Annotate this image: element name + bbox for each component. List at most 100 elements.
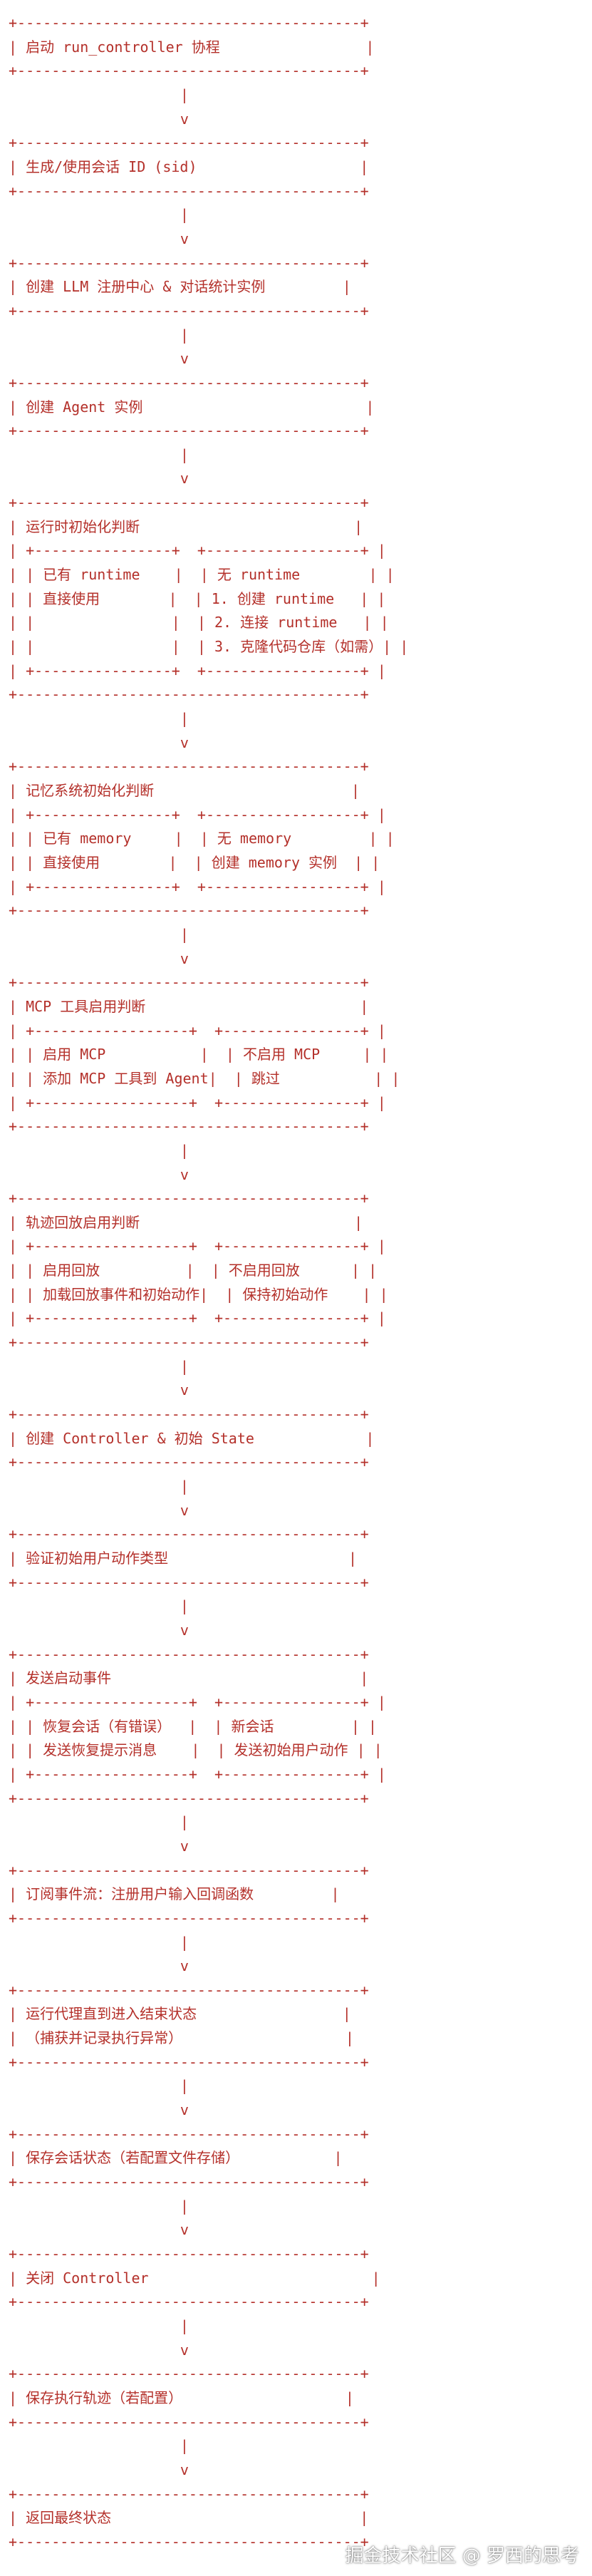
flow-arrow-line: | bbox=[9, 710, 189, 728]
flow-arrow-line: | bbox=[9, 1357, 189, 1375]
box-border-line: +---------------------------------------… bbox=[9, 1573, 369, 1591]
box-text-line: | 返回最终状态 | bbox=[9, 2509, 369, 2527]
flow-arrow-line: v bbox=[9, 470, 189, 488]
box-border-line: +---------------------------------------… bbox=[9, 373, 369, 391]
box-text-line: | +------------------+ +----------------… bbox=[9, 1237, 386, 1255]
box-text-line: | +------------------+ +----------------… bbox=[9, 1309, 386, 1327]
flow-arrow-line: | bbox=[9, 2437, 189, 2455]
box-text-line: | +------------------+ +----------------… bbox=[9, 1765, 386, 1783]
box-border-line: +---------------------------------------… bbox=[9, 758, 369, 776]
flow-arrow-line: v bbox=[9, 733, 189, 751]
box-border-line: +---------------------------------------… bbox=[9, 686, 369, 704]
flow-arrow-line: v bbox=[9, 1837, 189, 1855]
box-border-line: +---------------------------------------… bbox=[9, 1453, 369, 1471]
box-text-line: | +------------------+ +----------------… bbox=[9, 1093, 386, 1111]
box-text-line: | 保存会话状态（若配置文件存储） | bbox=[9, 2149, 343, 2167]
box-border-line: +---------------------------------------… bbox=[9, 2293, 369, 2311]
box-border-line: +---------------------------------------… bbox=[9, 254, 369, 272]
flow-arrow-line: v bbox=[9, 1957, 189, 1975]
flow-arrow-line: v bbox=[9, 350, 189, 368]
box-border-line: +---------------------------------------… bbox=[9, 2533, 369, 2550]
flow-arrow-line: v bbox=[9, 2341, 189, 2359]
box-text-line: | 创建 Controller & 初始 State | bbox=[9, 1429, 375, 1447]
box-border-line: +---------------------------------------… bbox=[9, 1981, 369, 1999]
box-border-line: +---------------------------------------… bbox=[9, 1525, 369, 1543]
box-border-line: +---------------------------------------… bbox=[9, 2125, 369, 2143]
flow-arrow-line: | bbox=[9, 1478, 189, 1495]
box-text-line: | | 恢复会话（有错误） | | 新会话 | | bbox=[9, 1717, 377, 1735]
box-border-line: +---------------------------------------… bbox=[9, 974, 369, 991]
box-text-line: | 发送启动事件 | bbox=[9, 1669, 369, 1687]
box-border-line: +---------------------------------------… bbox=[9, 494, 369, 512]
flow-arrow-line: v bbox=[9, 1165, 189, 1183]
flow-arrow-line: v bbox=[9, 1501, 189, 1519]
flow-arrow-line: v bbox=[9, 1621, 189, 1639]
box-text-line: | MCP 工具启用判断 | bbox=[9, 997, 369, 1015]
flow-arrow-line: | bbox=[9, 1141, 189, 1159]
box-text-line: | 创建 LLM 注册中心 & 对话统计实例 | bbox=[9, 278, 351, 296]
box-text-line: | | | | 3. 克隆代码仓库（如需）| | bbox=[9, 638, 409, 656]
box-border-line: +---------------------------------------… bbox=[9, 1118, 369, 1135]
box-border-line: +---------------------------------------… bbox=[9, 2053, 369, 2071]
box-text-line: | | 直接使用 | | 创建 memory 实例 | | bbox=[9, 853, 380, 871]
flow-arrow-line: | bbox=[9, 2077, 189, 2095]
box-text-line: | 关闭 Controller | bbox=[9, 2269, 380, 2287]
box-border-line: +---------------------------------------… bbox=[9, 2485, 369, 2503]
flow-arrow-line: | bbox=[9, 2197, 189, 2215]
box-border-line: +---------------------------------------… bbox=[9, 2245, 369, 2263]
flow-arrow-line: | bbox=[9, 86, 189, 103]
box-border-line: +---------------------------------------… bbox=[9, 2173, 369, 2191]
flow-arrow-line: | bbox=[9, 445, 189, 463]
box-border-line: +---------------------------------------… bbox=[9, 1789, 369, 1807]
box-text-line: | +----------------+ +------------------… bbox=[9, 877, 386, 895]
box-text-line: | +----------------+ +------------------… bbox=[9, 542, 386, 560]
box-text-line: | 生成/使用会话 ID (sid) | bbox=[9, 158, 369, 175]
box-border-line: +---------------------------------------… bbox=[9, 182, 369, 200]
box-border-line: +---------------------------------------… bbox=[9, 1645, 369, 1663]
box-text-line: | +------------------+ +----------------… bbox=[9, 1693, 386, 1711]
box-text-line: | +----------------+ +------------------… bbox=[9, 805, 386, 823]
box-text-line: | | 添加 MCP 工具到 Agent| | 跳过 | | bbox=[9, 1069, 400, 1087]
box-text-line: | 运行代理直到进入结束状态 | bbox=[9, 2005, 351, 2023]
box-border-line: +---------------------------------------… bbox=[9, 2413, 369, 2431]
box-border-line: +---------------------------------------… bbox=[9, 422, 369, 440]
box-text-line: | | 发送恢复提示消息 | | 发送初始用户动作 | | bbox=[9, 1741, 383, 1759]
flow-arrow-line: v bbox=[9, 1381, 189, 1399]
flow-arrow-line: v bbox=[9, 110, 189, 128]
box-text-line: | 验证初始用户动作类型 | bbox=[9, 1550, 357, 1567]
box-border-line: +---------------------------------------… bbox=[9, 62, 369, 80]
box-text-line: | | 启用回放 | | 不启用回放 | | bbox=[9, 1262, 378, 1279]
flow-arrow-line: | bbox=[9, 2317, 189, 2334]
box-text-line: | | | | 2. 连接 runtime | | bbox=[9, 614, 389, 632]
box-text-line: | | 直接使用 | | 1. 创建 runtime | | bbox=[9, 589, 386, 607]
box-text-line: | | 加载回放事件和初始动作| | 保持初始动作 | | bbox=[9, 1285, 388, 1303]
box-text-line: | +----------------+ +------------------… bbox=[9, 661, 386, 679]
box-border-line: +---------------------------------------… bbox=[9, 134, 369, 152]
box-text-line: | （捕获并记录执行异常） | bbox=[9, 2029, 354, 2047]
box-text-line: | 启动 run_controller 协程 | bbox=[9, 38, 375, 56]
flow-arrow-line: | bbox=[9, 1813, 189, 1831]
box-text-line: | 运行时初始化判断 | bbox=[9, 517, 363, 535]
flow-arrow-line: | bbox=[9, 925, 189, 943]
watermark: 掘金技术社区 @ 罗西的思考 bbox=[345, 2545, 579, 2567]
box-text-line: | +------------------+ +----------------… bbox=[9, 1021, 386, 1039]
ascii-flowchart: +---------------------------------------… bbox=[9, 11, 583, 2555]
box-border-line: +---------------------------------------… bbox=[9, 1190, 369, 1207]
box-border-line: +---------------------------------------… bbox=[9, 1406, 369, 1423]
flow-arrow-line: v bbox=[9, 2221, 189, 2239]
box-text-line: | | 已有 runtime | | 无 runtime | | bbox=[9, 566, 395, 584]
box-text-line: | 保存执行轨迹（若配置） | bbox=[9, 2389, 354, 2406]
flow-arrow-line: v bbox=[9, 949, 189, 967]
box-text-line: | 轨迹回放启用判断 | bbox=[9, 1213, 363, 1231]
flow-arrow-line: | bbox=[9, 206, 189, 224]
box-border-line: +---------------------------------------… bbox=[9, 1909, 369, 1927]
box-border-line: +---------------------------------------… bbox=[9, 902, 369, 919]
flow-arrow-line: | bbox=[9, 326, 189, 344]
flow-arrow-line: | bbox=[9, 1933, 189, 1951]
box-border-line: +---------------------------------------… bbox=[9, 1334, 369, 1351]
box-text-line: | | 已有 memory | | 无 memory | | bbox=[9, 830, 395, 847]
box-border-line: +---------------------------------------… bbox=[9, 2365, 369, 2383]
box-text-line: | | 启用 MCP | | 不启用 MCP | | bbox=[9, 1046, 389, 1063]
flow-arrow-line: | bbox=[9, 1597, 189, 1615]
box-border-line: +---------------------------------------… bbox=[9, 1861, 369, 1879]
